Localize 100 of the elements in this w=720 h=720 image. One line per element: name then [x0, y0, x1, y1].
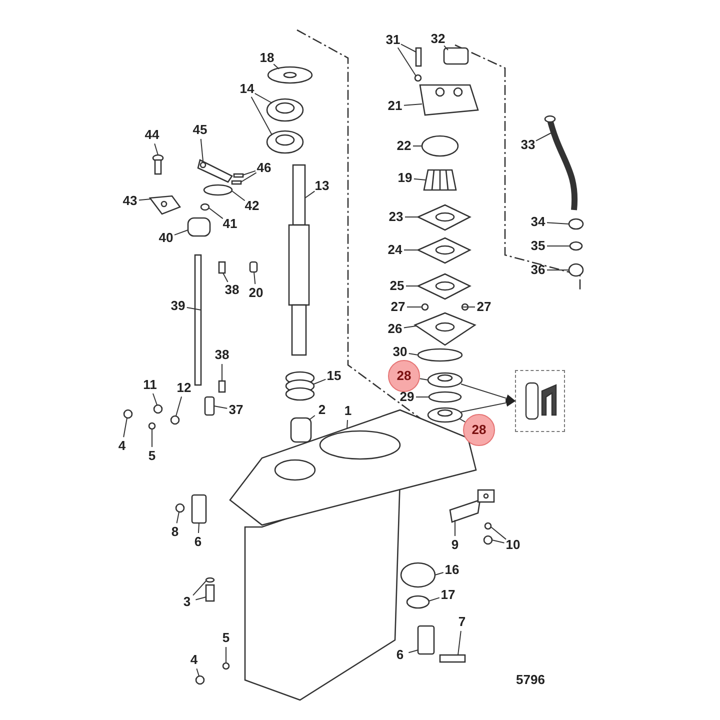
callout-number: 41	[222, 217, 238, 231]
oil-seal	[427, 407, 463, 423]
bolt	[205, 584, 215, 602]
drawing-number: 5796	[516, 672, 545, 687]
nut	[123, 409, 133, 419]
leader-line	[192, 580, 206, 596]
callout-number: 16	[444, 563, 460, 577]
leader-line	[176, 396, 182, 416]
leader-line	[408, 650, 418, 654]
leader-line	[174, 230, 188, 236]
callout-number: 14	[240, 82, 254, 96]
callout-number: 29	[400, 390, 414, 404]
leader-line	[546, 222, 570, 224]
callout-number: 39	[170, 299, 186, 313]
grommet	[443, 47, 469, 65]
leader-line	[458, 630, 462, 656]
bushing	[187, 217, 211, 237]
callout-number: 30	[392, 345, 408, 359]
pin	[218, 261, 226, 274]
o-ring	[417, 348, 463, 362]
shift-lever	[197, 159, 233, 183]
callout-number: 11	[143, 378, 157, 392]
callout-number: 20	[248, 286, 264, 300]
shift-rod	[194, 254, 202, 386]
leader-line	[242, 170, 256, 176]
o-ring	[203, 184, 233, 196]
leader-line	[403, 326, 416, 328]
leader-line	[123, 418, 128, 438]
leader-line	[397, 47, 416, 76]
callout-number: 18	[260, 51, 274, 65]
leader-line	[232, 190, 246, 202]
callout-number: 35	[530, 239, 546, 253]
leader-line	[444, 45, 448, 50]
callout-number: 3	[183, 595, 191, 609]
callout-number: 27	[390, 300, 406, 314]
gasket	[416, 204, 472, 231]
callout-number: 21	[388, 99, 402, 113]
callout-number: 17	[440, 588, 456, 602]
washer	[267, 66, 313, 84]
leader-line	[304, 190, 316, 198]
leader-line	[490, 526, 507, 540]
key	[249, 261, 258, 273]
leader-line	[200, 138, 204, 162]
callout-number: 32	[430, 32, 446, 46]
leader-line	[214, 406, 228, 409]
callout-number: 25	[390, 279, 404, 293]
callout-number: 31	[386, 33, 400, 47]
leader-line	[406, 306, 422, 308]
washer	[205, 577, 215, 583]
callout-number: 24	[388, 243, 402, 257]
leader-line	[454, 520, 456, 536]
leader-line	[460, 418, 466, 422]
washer	[414, 74, 422, 82]
bolt	[415, 47, 422, 67]
callout-number: 10	[506, 538, 520, 552]
callout-number: 1	[344, 404, 352, 418]
leader-line	[434, 572, 444, 576]
plate	[416, 237, 472, 264]
washer	[222, 662, 230, 670]
anode	[191, 494, 207, 524]
washer	[428, 391, 462, 403]
leader-line	[462, 306, 476, 308]
callout-number: 6	[396, 648, 404, 662]
callout-number: 42	[244, 199, 260, 213]
callout-number: 5	[148, 449, 156, 463]
seal	[568, 218, 584, 230]
ball-bearing	[266, 130, 304, 154]
dowel-pin	[421, 303, 429, 311]
leader-line	[222, 272, 228, 283]
callout-number: 4	[118, 439, 126, 453]
leader-line	[416, 396, 430, 398]
bolt	[152, 154, 164, 175]
leader-line	[273, 64, 280, 70]
leader-line	[254, 92, 272, 104]
roll-pin	[233, 173, 244, 178]
callout-number: 40	[158, 231, 174, 245]
nut	[195, 675, 205, 685]
leader-line	[535, 132, 552, 142]
leader-line	[254, 272, 256, 285]
callout-number: 12	[176, 381, 192, 395]
mounting-plate	[148, 195, 182, 215]
roll-pin	[231, 180, 242, 185]
leader-line	[250, 96, 272, 136]
dowel-pin	[461, 303, 469, 311]
callout-number: 9	[451, 538, 459, 552]
trim-tab	[449, 489, 495, 523]
callout-number: 33	[520, 138, 536, 152]
leader-line	[346, 419, 348, 430]
callout-number: 15	[326, 369, 342, 383]
leader-line	[196, 668, 200, 676]
grommet	[568, 263, 584, 277]
oil-seal	[427, 372, 463, 388]
leader-line	[428, 597, 440, 602]
shift-coupler	[204, 396, 215, 416]
leader-line	[208, 208, 224, 220]
spring	[285, 371, 315, 401]
retaining-ring	[200, 203, 210, 211]
leader-line	[152, 393, 158, 406]
leader-line	[492, 540, 505, 544]
leader-line	[138, 198, 152, 201]
